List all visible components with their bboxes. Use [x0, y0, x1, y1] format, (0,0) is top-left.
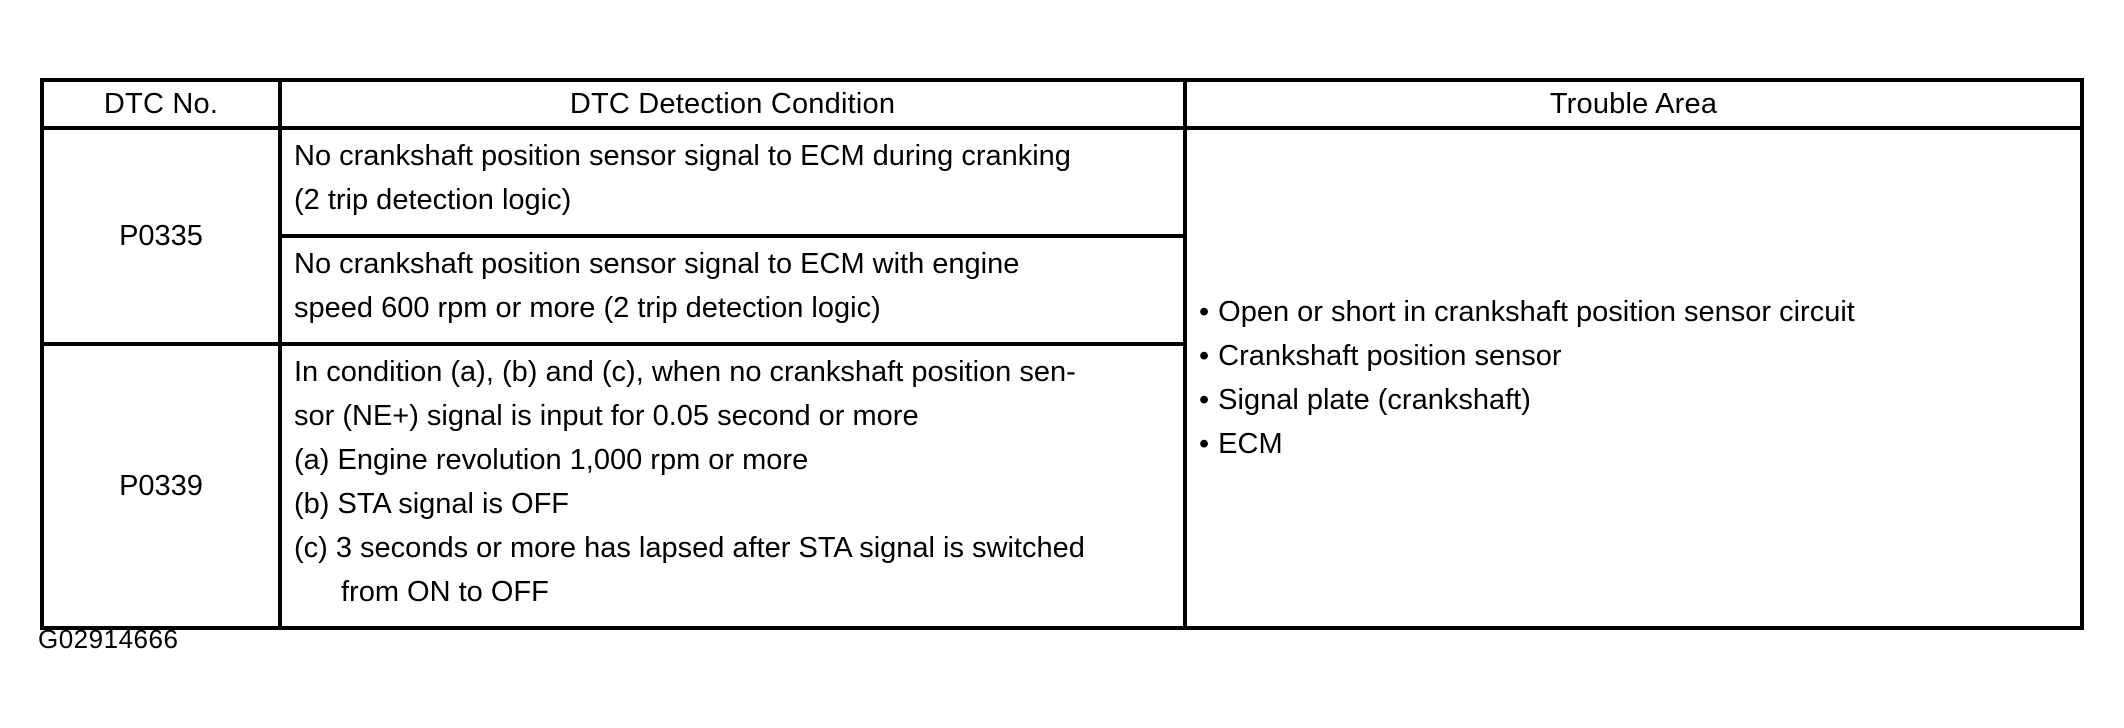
bullet-icon: • [1199, 428, 1210, 460]
trouble-area-item: •ECM [1199, 422, 2074, 466]
table-row: No crankshaft position sensor signal to … [42, 234, 2082, 346]
bullet-icon: • [1199, 296, 1210, 328]
table-row: P0335 No crankshaft position sensor sign… [40, 126, 2084, 630]
dtc-table: DTC No. DTC Detection Condition Trouble … [40, 78, 2084, 630]
dtc-code-p0339: P0339 [40, 342, 282, 630]
column-header-dtc-detection-condition: DTC Detection Condition [278, 78, 1187, 130]
column-header-trouble-area: Trouble Area [1183, 78, 2084, 130]
condition-text-line: (c) 3 seconds or more has lapsed after S… [294, 532, 1085, 564]
trouble-area-item: •Crankshaft position sensor [1199, 334, 2074, 378]
trouble-area-item-text: Signal plate (crankshaft) [1218, 384, 1531, 416]
dtc-code-p0335: P0335 [40, 126, 282, 346]
condition-text-line: (b) STA signal is OFF [294, 488, 570, 520]
detection-condition-p0339: In condition (a), (b) and (c), when no c… [278, 342, 1187, 630]
condition-text-line: sor (NE+) signal is input for 0.05 secon… [294, 400, 919, 432]
trouble-area-item-text: ECM [1218, 428, 1283, 460]
condition-text-line: from ON to OFF [341, 576, 549, 608]
figure-id-label: G02914666 [38, 624, 179, 654]
column-header-dtc-no: DTC No. [40, 78, 282, 130]
trouble-area-item-text: Crankshaft position sensor [1218, 340, 1562, 372]
detection-condition-p0335-cranking: No crankshaft position sensor signal to … [278, 126, 1187, 238]
condition-text-line: (a) Engine revolution 1,000 rpm or more [294, 444, 809, 476]
bullet-icon: • [1199, 340, 1210, 372]
table-row: P0339 In condition (a), (b) and (c), whe… [40, 342, 2082, 630]
trouble-area-item: •Open or short in crankshaft position se… [1199, 290, 2074, 334]
trouble-area-cell: •Open or short in crankshaft position se… [1183, 126, 2084, 630]
condition-text-line: In condition (a), (b) and (c), when no c… [294, 356, 1076, 388]
trouble-area-item: •Signal plate (crankshaft) [1199, 378, 2074, 422]
bullet-icon: • [1199, 384, 1210, 416]
condition-text-line: No crankshaft position sensor signal to … [294, 248, 1020, 280]
condition-text-line: speed 600 rpm or more (2 trip detection … [294, 292, 881, 324]
header-row: DTC No. DTC Detection Condition Trouble … [40, 78, 2084, 130]
condition-text-line: (2 trip detection logic) [294, 184, 572, 216]
condition-text-line: No crankshaft position sensor signal to … [294, 140, 1071, 172]
trouble-area-item-text: Open or short in crankshaft position sen… [1218, 296, 1855, 328]
detection-condition-p0335-engine-speed: No crankshaft position sensor signal to … [278, 234, 1187, 346]
